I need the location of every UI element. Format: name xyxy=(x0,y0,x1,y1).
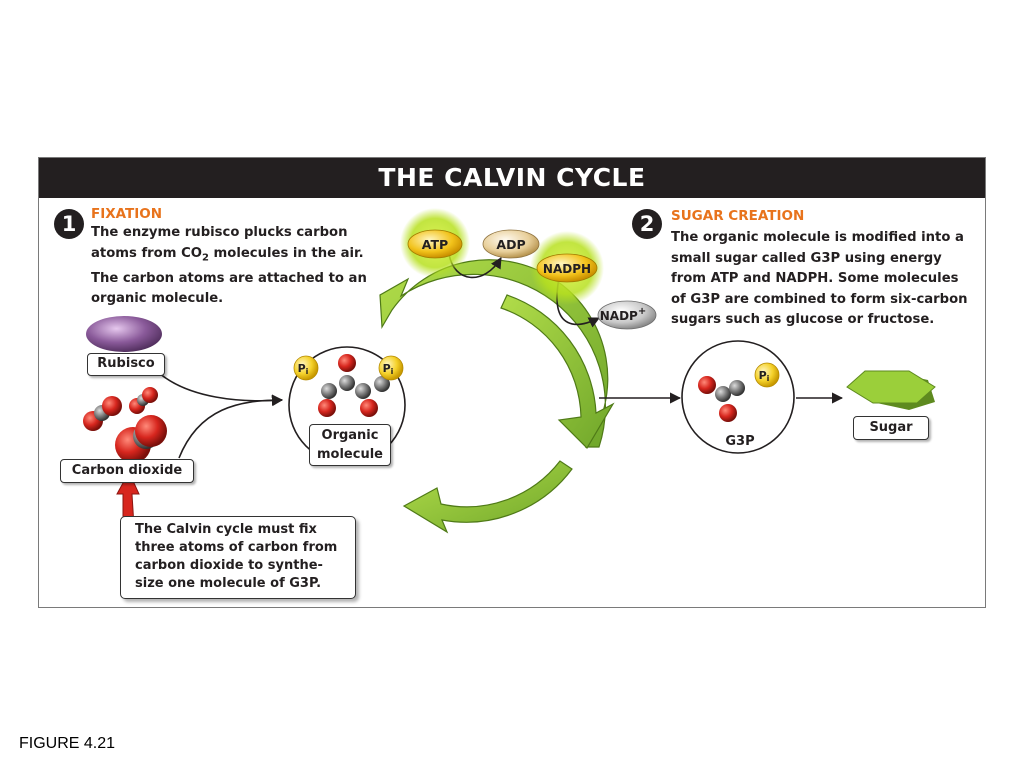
adp-molecule-icon xyxy=(482,229,540,259)
rubisco-label: Rubisco xyxy=(87,353,165,376)
pi-label-g3p: Pi xyxy=(759,369,770,383)
rubisco-to-organic-arrow xyxy=(158,372,284,407)
step-2-heading: SUGAR CREATION xyxy=(671,208,805,224)
cycle-arrow-right xyxy=(500,294,615,449)
step-1-line-2: atoms from CO2 molecules in the air. xyxy=(91,245,364,264)
co2-to-organic-arrow xyxy=(178,394,284,459)
co2-subscript: 2 xyxy=(201,252,209,264)
step-1-badge: 1 xyxy=(54,209,84,239)
calvin-cycle-note: The Calvin cycle must fix three atoms of… xyxy=(120,516,356,599)
nadp-label: NADP+ xyxy=(600,306,646,323)
figure-title: THE CALVIN CYCLE xyxy=(39,158,985,198)
organic-molecule-icon xyxy=(293,354,404,417)
nadph-label: NADPH xyxy=(543,262,591,276)
step-1-description: The enzyme rubisco plucks carbon atoms f… xyxy=(91,223,391,310)
carbon-dioxide-label: Carbon dioxide xyxy=(60,459,194,483)
g3p-molecule-icon xyxy=(698,362,780,422)
cycle-arrow-upper xyxy=(379,259,609,448)
step-2-badge: 2 xyxy=(632,209,662,239)
nadph-molecule-icon xyxy=(536,253,598,283)
sugar-label: Sugar xyxy=(853,416,929,440)
calvin-cycle-figure: THE CALVIN CYCLE xyxy=(38,157,986,608)
organic-molecule-label-line-1: Organic xyxy=(321,428,379,443)
step-1-line-4: organic molecule. xyxy=(91,291,224,307)
step-1-line-1: The enzyme rubisco plucks carbon xyxy=(91,225,348,240)
note-line-1: The Calvin cycle must fix xyxy=(135,522,317,537)
step-1-heading: FIXATION xyxy=(91,206,163,222)
step-2-line-5: sugars such as glucose or fructose. xyxy=(671,312,935,327)
step-2-description: The organic molecule is modified into a … xyxy=(671,228,983,331)
sugar-hexagon-icon xyxy=(846,370,936,410)
step-2-line-1: The organic molecule is modified into a xyxy=(671,230,964,245)
pi-label-left: Pi xyxy=(298,362,309,376)
organic-molecule-label-line-2: molecule xyxy=(317,447,383,462)
atp-label: ATP xyxy=(422,237,448,252)
note-line-4: size one molecule of G3P. xyxy=(135,576,322,591)
atp-molecule-icon xyxy=(407,229,463,259)
step-2-line-3: from ATP and NADPH. Some molecules xyxy=(671,271,959,286)
figure-caption: FIGURE 4.21 xyxy=(19,735,116,752)
cycle-arrows xyxy=(379,259,615,534)
step-2-line-4: of G3P are combined to form six-carbon xyxy=(671,291,968,307)
step-1-line-3: The carbon atoms are attached to an xyxy=(91,270,367,286)
calvin-cycle-diagram: ATP ADP NADPH NADP+ Pi Pi Pi G3P xyxy=(83,208,936,544)
g3p-label: G3P xyxy=(725,434,754,449)
step-2-line-2: small sugar called G3P using energy xyxy=(671,250,942,266)
pi-label-right: Pi xyxy=(383,362,394,376)
adp-label: ADP xyxy=(496,237,525,252)
note-line-3: carbon dioxide to synthe- xyxy=(135,558,323,573)
nadp-plus-sup: + xyxy=(638,306,646,317)
carbon-dioxide-molecules-icon xyxy=(83,387,167,463)
nadp-molecule-icon xyxy=(597,300,657,330)
rubisco-enzyme-icon xyxy=(86,316,162,352)
organic-molecule-label: Organic molecule xyxy=(309,424,391,466)
note-line-2: three atoms of carbon from xyxy=(135,540,338,555)
cycle-arrow-lower xyxy=(402,460,573,534)
